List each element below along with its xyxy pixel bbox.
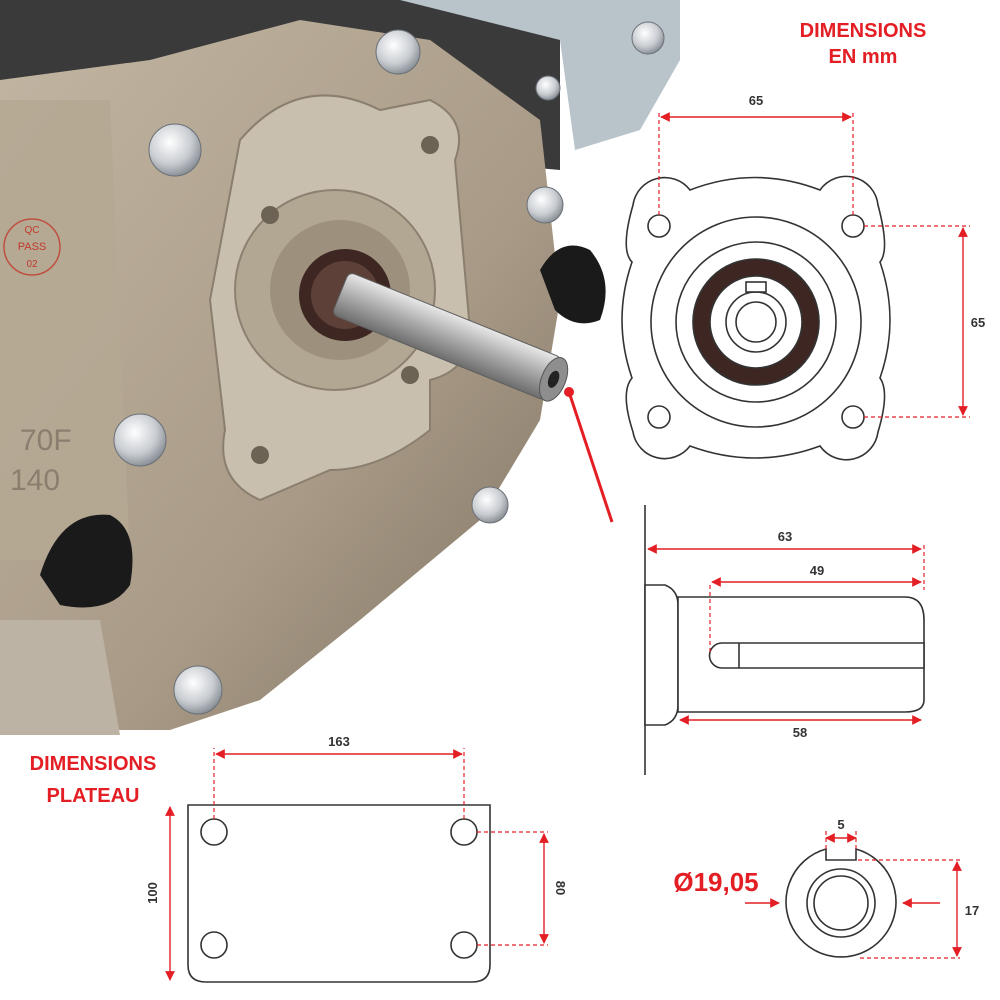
heading-dimensions: DIMENSIONS [800,20,927,42]
flange-mid-ring [675,241,837,403]
heading-plateau-2: PLATEAU [47,785,140,807]
engine-photo: QC PASS 02 70F 140 [0,0,680,735]
flange-hole-outline [841,405,865,429]
shaft-bore [735,301,777,343]
heading-units: EN mm [829,46,898,68]
bolt-icon [173,665,223,715]
bolt-icon [148,123,202,177]
dim-hole-spacing: 163 [328,734,350,749]
bolt-icon [535,75,561,101]
flange-hole [261,206,279,224]
qc-pass-stamp: QC PASS 02 [3,218,61,276]
dim-flange-width: 65 [749,93,763,108]
drain-knob-icon [40,514,133,608]
flange-outer-ring [650,216,862,428]
base-foot [0,620,120,735]
bolt-icon [375,29,421,75]
flange-hole-outline [647,214,671,238]
shaft-side-view: 63 49 58 [644,505,925,775]
dim-flange-height: 65 [971,315,985,330]
plate-hole [450,818,478,846]
flange-hole [251,446,269,464]
shaft-cross-section: 5 Ø19,05 17 [673,817,979,959]
shaft-section-bore [806,868,876,938]
seal-inner [709,275,803,369]
fan-shroud [400,0,680,150]
plate-hole [200,931,228,959]
shaft-collar [644,584,679,726]
flange-hole-outline [841,214,865,238]
bolt-icon [631,21,665,55]
bolt-icon [526,186,564,224]
dim-shaft-length: 58 [793,725,807,740]
dim-plate-height: 100 [145,882,160,904]
flange-hole [421,136,439,154]
flange-hole [401,366,419,384]
base-plate-view: 163 100 80 [145,734,568,983]
bolts [113,21,665,715]
dim-keyway-length: 49 [810,563,824,578]
dim-key-depth: 17 [965,903,979,918]
side-block [0,100,130,560]
svg-text:PASS: PASS [18,241,47,253]
dim-total-length: 63 [778,529,792,544]
plate-hole [450,931,478,959]
shaft-key [745,281,767,293]
heading-plateau: DIMENSIONS [30,753,157,775]
svg-text:02: 02 [26,259,38,270]
pointer-line [567,391,614,523]
dim-key-width: 5 [837,817,844,832]
dim-hole-vertical-spacing: 80 [553,881,568,895]
keyway-slot [708,642,925,669]
bolt-icon [113,413,167,467]
crankshaft [333,273,569,402]
shaft-section-bore-inner [813,875,869,931]
casting-mark: 70F [20,424,72,457]
plate-outline [187,804,491,983]
flange-hole-outline [647,405,671,429]
side-knob-icon [540,245,606,324]
casting-mark: 140 [10,464,60,497]
flange-front-view: 65 65 [621,93,985,461]
svg-text:QC: QC [25,225,40,236]
bolt-icon [471,486,509,524]
plate-hole [200,818,228,846]
dim-shaft-diameter: Ø19,05 [673,867,758,897]
